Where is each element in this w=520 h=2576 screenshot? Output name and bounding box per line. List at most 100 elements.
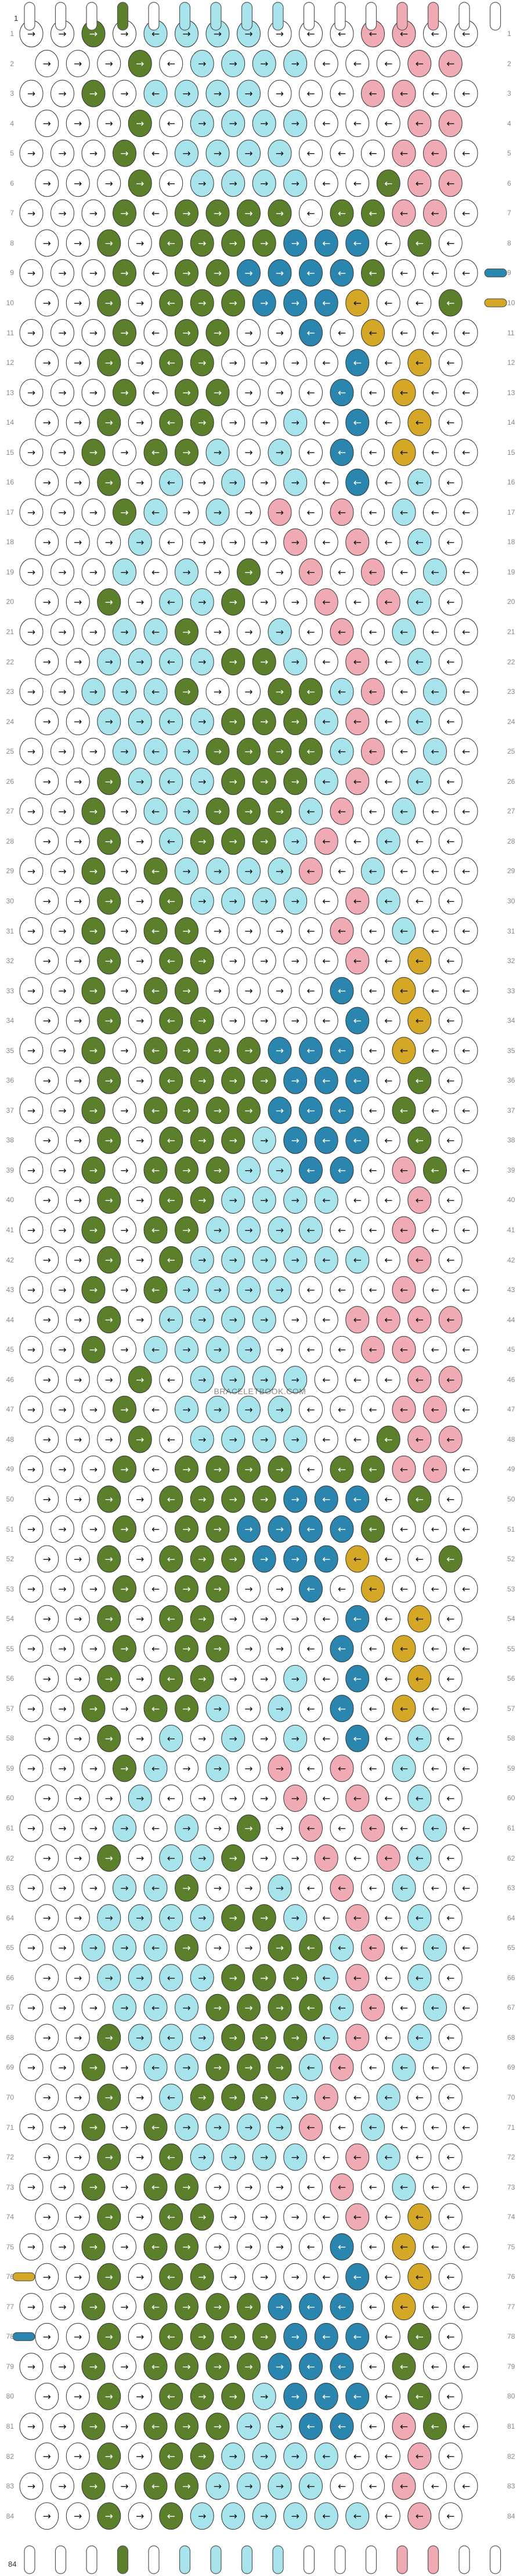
knot-arrow: ← xyxy=(431,1763,439,1775)
knot-arrow: → xyxy=(27,746,35,758)
knot-arrow: → xyxy=(120,1763,128,1775)
knot xyxy=(143,259,168,287)
knot xyxy=(175,2412,198,2440)
knot-arrow: → xyxy=(244,2302,252,2313)
knot xyxy=(283,1904,308,1932)
knot-arrow: → xyxy=(27,1942,35,1954)
knot xyxy=(376,169,400,197)
knot xyxy=(50,1814,74,1842)
knot-arrow: ← xyxy=(167,1913,175,1924)
knot xyxy=(19,2173,44,2201)
knot-arrow: → xyxy=(136,2271,144,2283)
knot-arrow: → xyxy=(105,1075,113,1087)
knot-arrow: ← xyxy=(353,118,362,130)
knot xyxy=(50,379,74,407)
knot xyxy=(407,2263,432,2291)
knot-arrow: ← xyxy=(384,1973,392,1984)
knot-arrow: ← xyxy=(322,1793,330,1804)
knot xyxy=(175,977,198,1005)
knot xyxy=(159,2502,183,2530)
knot-arrow: → xyxy=(120,986,128,997)
knot-arrow: → xyxy=(244,1524,252,1536)
knot-arrow: → xyxy=(43,836,51,848)
knot-arrow: ← xyxy=(400,2062,408,2074)
knot-arrow: → xyxy=(182,1883,190,1894)
knot xyxy=(128,349,152,377)
knot xyxy=(314,588,338,616)
knot xyxy=(345,229,370,257)
knot xyxy=(66,2502,90,2530)
knot xyxy=(314,947,338,975)
knot xyxy=(190,408,214,436)
knot-arrow: → xyxy=(198,2331,206,2343)
knot xyxy=(454,1874,478,1902)
knot xyxy=(345,2443,370,2470)
knot-arrow: → xyxy=(229,2511,237,2523)
knot-arrow: → xyxy=(182,507,190,519)
knot-arrow: ← xyxy=(431,2182,439,2194)
knot-arrow: ← xyxy=(353,2391,362,2403)
knot-arrow: → xyxy=(136,2391,144,2403)
knot-arrow: ← xyxy=(167,2092,175,2104)
knot-arrow: ← xyxy=(416,1315,424,1326)
knot xyxy=(345,1545,370,1573)
knot xyxy=(50,2233,74,2261)
knot-arrow: → xyxy=(105,2152,113,2163)
knot xyxy=(97,2502,121,2530)
knot-arrow: → xyxy=(105,1015,113,1027)
knot xyxy=(237,1575,261,1603)
knot-arrow: → xyxy=(74,2451,82,2463)
knot-arrow: ← xyxy=(322,1613,330,1625)
knot xyxy=(392,1934,416,1962)
knot-arrow: ← xyxy=(384,1554,392,1565)
knot xyxy=(50,1635,74,1663)
knot-arrow: → xyxy=(244,88,252,100)
knot-arrow: → xyxy=(229,1793,237,1804)
knot-arrow: → xyxy=(214,2062,222,2074)
knot xyxy=(423,259,447,287)
knot-arrow: → xyxy=(120,2421,128,2433)
knot-arrow: → xyxy=(89,388,98,399)
knot-arrow: ← xyxy=(322,2032,330,2044)
knot-arrow: ← xyxy=(400,1584,408,1595)
knot xyxy=(19,1515,44,1543)
knot-arrow: → xyxy=(89,28,98,40)
knot xyxy=(19,1216,44,1244)
knot-arrow: → xyxy=(182,866,190,877)
knot-arrow: → xyxy=(214,1045,222,1057)
knot xyxy=(66,648,90,676)
knot xyxy=(237,1395,261,1423)
knot-arrow: → xyxy=(58,2242,66,2253)
knot-arrow: ← xyxy=(369,2421,377,2433)
knot-arrow: ← xyxy=(369,1404,377,1416)
knot xyxy=(345,1306,370,1334)
knot-arrow: → xyxy=(276,2481,284,2492)
knot-arrow: ← xyxy=(353,357,362,369)
knot-arrow: → xyxy=(182,1165,190,1177)
knot xyxy=(35,1066,59,1094)
knot xyxy=(299,319,323,346)
knot-arrow: → xyxy=(229,2451,237,2463)
knot-arrow: ← xyxy=(151,2481,160,2492)
top-strand-end xyxy=(396,2,408,31)
knot-arrow: → xyxy=(244,1344,252,1356)
knot xyxy=(159,2382,183,2410)
knot xyxy=(345,947,370,975)
knot xyxy=(35,2083,59,2111)
knot xyxy=(407,1904,432,1932)
knot xyxy=(299,1276,323,1304)
knot xyxy=(221,1366,245,1394)
knot-arrow: → xyxy=(291,1793,299,1804)
knot-arrow: ← xyxy=(369,1584,377,1595)
knot-arrow: → xyxy=(27,2481,35,2492)
knot-arrow: → xyxy=(214,447,222,459)
knot xyxy=(19,737,44,765)
knot-arrow: ← xyxy=(446,477,454,489)
knot-arrow: ← xyxy=(151,1942,160,1954)
knot xyxy=(454,199,478,227)
knot xyxy=(113,439,136,466)
knot-arrow: → xyxy=(229,118,237,130)
knot-arrow: → xyxy=(182,1763,190,1775)
knot xyxy=(361,319,385,346)
knot-arrow: → xyxy=(214,2421,222,2433)
